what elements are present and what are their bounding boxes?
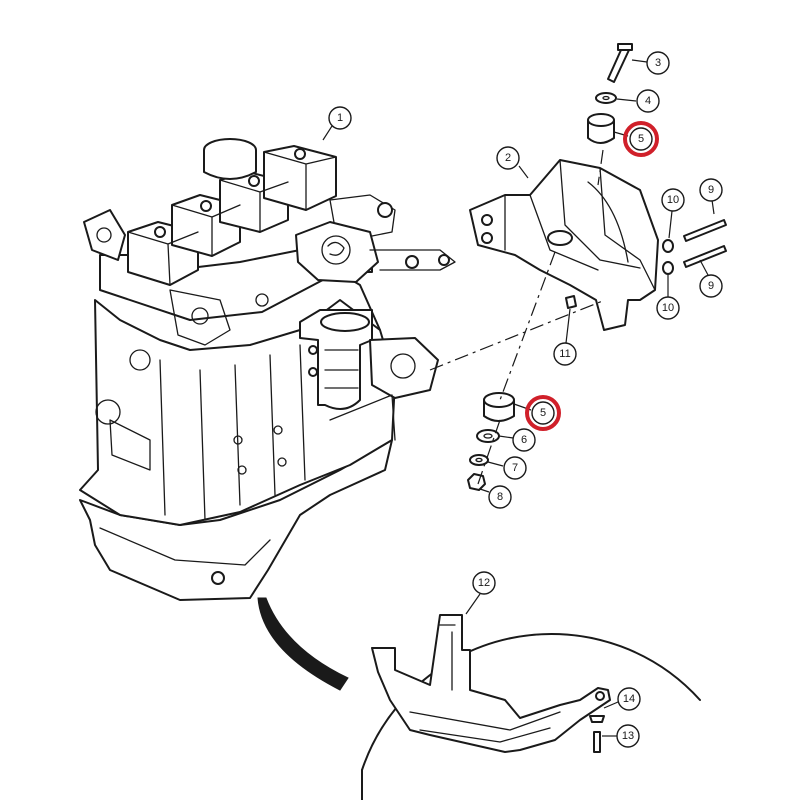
- callout-5-upper: 5: [613, 121, 659, 157]
- highlight-ring-upper: [623, 121, 659, 157]
- callout-9-upper: 9: [699, 178, 723, 215]
- svg-text:11: 11: [559, 348, 570, 360]
- svg-text:4: 4: [645, 95, 651, 107]
- svg-text:3: 3: [655, 57, 661, 69]
- svg-text:9: 9: [708, 184, 714, 196]
- dowel-pin: [565, 295, 577, 309]
- callout-11: 11: [553, 308, 577, 366]
- callout-8: 8: [479, 485, 512, 509]
- callout-3: 3: [631, 51, 670, 75]
- callout-10-lower: 10: [656, 275, 680, 320]
- svg-text:6: 6: [521, 434, 527, 446]
- callout-14: 14: [603, 687, 641, 711]
- callout-9-lower: 9: [699, 259, 723, 298]
- side-bolts: [662, 219, 727, 275]
- engine-mount-bracket: [469, 159, 659, 331]
- callout-12: 12: [465, 571, 496, 615]
- svg-text:13: 13: [622, 730, 634, 742]
- callout-7: 7: [487, 456, 527, 480]
- lower-mount-stack: [467, 392, 515, 491]
- alignment-lines: [429, 149, 606, 485]
- upper-mount-stack: [587, 43, 633, 144]
- callout-2: 2: [496, 146, 529, 179]
- callout-10-upper: 10: [661, 188, 685, 239]
- svg-text:1: 1: [337, 112, 343, 124]
- callout-4: 4: [616, 89, 660, 113]
- highlight-ring-lower: [525, 395, 561, 431]
- svg-text:10: 10: [662, 302, 674, 314]
- svg-text:8: 8: [497, 491, 503, 503]
- svg-text:5: 5: [638, 133, 644, 145]
- callout-5-lower: 5: [513, 395, 561, 431]
- svg-text:5: 5: [540, 407, 546, 419]
- callouts: 1 2 3 4 5 9: [322, 51, 723, 748]
- svg-text:10: 10: [667, 194, 679, 206]
- svg-text:2: 2: [505, 152, 511, 164]
- callout-1: 1: [322, 106, 352, 141]
- svg-text:14: 14: [623, 693, 635, 705]
- detail-inset: [361, 614, 701, 800]
- callout-6: 6: [498, 428, 536, 452]
- svg-text:9: 9: [708, 280, 714, 292]
- inset-pointer-arrow: [257, 597, 349, 691]
- callout-13: 13: [602, 724, 640, 748]
- engine-block: [79, 138, 456, 601]
- svg-text:7: 7: [512, 462, 518, 474]
- svg-text:12: 12: [478, 577, 490, 589]
